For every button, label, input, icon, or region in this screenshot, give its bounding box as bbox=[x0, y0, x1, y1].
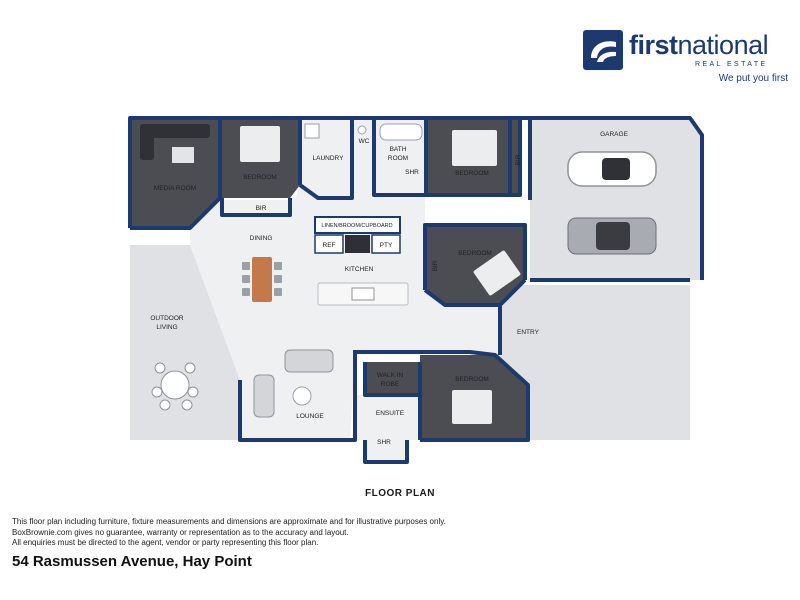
brand-name: firstnational bbox=[629, 30, 769, 60]
bed-3 bbox=[473, 250, 521, 296]
label-ensuite: ENSUITE bbox=[376, 410, 405, 417]
pantry bbox=[371, 234, 401, 254]
label-bedroom-4: BEDROOM bbox=[455, 376, 489, 383]
label-walk-in-1: WALK IN bbox=[377, 372, 404, 379]
walls bbox=[128, 116, 704, 464]
disclaimer-line: BoxBrownie.com gives no guarantee, warra… bbox=[12, 527, 349, 537]
label-media-room: MEDIA ROOM bbox=[154, 185, 196, 192]
laundry-tub bbox=[304, 123, 320, 139]
garage-area bbox=[530, 118, 702, 280]
coffee-table bbox=[292, 386, 312, 406]
label-outdoor-2: LIVING bbox=[156, 324, 177, 331]
outdoor-chairs bbox=[151, 362, 199, 411]
label-lounge: LOUNGE bbox=[296, 413, 324, 420]
car-2-roof bbox=[596, 222, 630, 250]
disclaimer: This floor plan including furniture, fix… bbox=[12, 517, 446, 549]
dining-chairs bbox=[242, 262, 282, 296]
logo-mark-icon bbox=[583, 30, 623, 70]
label-bir-1: BIR bbox=[256, 205, 267, 212]
bathtub bbox=[379, 123, 423, 141]
label-laundry: LAUNDRY bbox=[313, 155, 345, 162]
wc-floor bbox=[352, 120, 374, 185]
media-sofa-side bbox=[140, 124, 154, 160]
label-ref: REF bbox=[323, 242, 336, 249]
bed-2 bbox=[452, 130, 497, 166]
car-1-roof bbox=[602, 158, 630, 180]
label-bedroom-2: BEDROOM bbox=[455, 170, 489, 177]
label-bath-2: ROOM bbox=[388, 155, 408, 162]
media-sofa bbox=[140, 124, 210, 138]
label-entry: ENTRY bbox=[517, 329, 540, 336]
disclaimer-line: All enquiries must be directed to the ag… bbox=[12, 538, 319, 547]
kitchen-sink bbox=[351, 287, 375, 301]
linen-cupboard bbox=[314, 216, 401, 234]
label-bedroom-1: BEDROOM bbox=[243, 174, 277, 181]
disclaimer-line: This floor plan including furniture, fix… bbox=[12, 517, 446, 526]
brand-subtitle: REAL ESTATE bbox=[695, 61, 768, 68]
ensuite-shower-floor bbox=[365, 437, 407, 461]
label-shr-2: SHR bbox=[377, 439, 391, 446]
wc-toilet bbox=[357, 125, 367, 135]
brand-logo: firstnational REAL ESTATE We put you fir… bbox=[583, 28, 788, 88]
floor-plan-title: FLOOR PLAN bbox=[365, 488, 435, 499]
label-linen: LINEN/BROOM/CUPBOARD bbox=[321, 223, 392, 229]
walk-in-robe-floor bbox=[365, 362, 420, 395]
label-outdoor-1: OUTDOOR bbox=[150, 315, 184, 322]
outdoor-table bbox=[160, 370, 190, 400]
lounge-sofa bbox=[284, 349, 334, 373]
ensuite-floor bbox=[355, 395, 423, 440]
label-dining: DINING bbox=[250, 235, 273, 242]
label-shr-1: SHR bbox=[405, 169, 419, 176]
fridge bbox=[314, 234, 344, 254]
label-kitchen: KITCHEN bbox=[345, 266, 374, 273]
label-wc: WC bbox=[359, 138, 370, 145]
cooktop bbox=[345, 235, 370, 253]
label-bir-3: BIR bbox=[432, 260, 439, 271]
label-bath-1: BATH bbox=[390, 146, 407, 153]
bed-4 bbox=[452, 390, 492, 424]
bed-1 bbox=[240, 126, 280, 162]
label-pty: PTY bbox=[380, 242, 393, 249]
label-walk-in-2: ROBE bbox=[381, 381, 400, 388]
media-ottoman bbox=[172, 147, 194, 163]
dining-table bbox=[252, 257, 272, 302]
lounge-armchair bbox=[253, 374, 275, 418]
label-bedroom-3: BEDROOM bbox=[458, 250, 492, 257]
brand-tagline: We put you first bbox=[718, 73, 788, 84]
label-bir-2: BIR bbox=[515, 154, 522, 165]
label-garage: GARAGE bbox=[600, 131, 628, 138]
property-address: 54 Rasmussen Avenue, Hay Point bbox=[12, 553, 252, 570]
